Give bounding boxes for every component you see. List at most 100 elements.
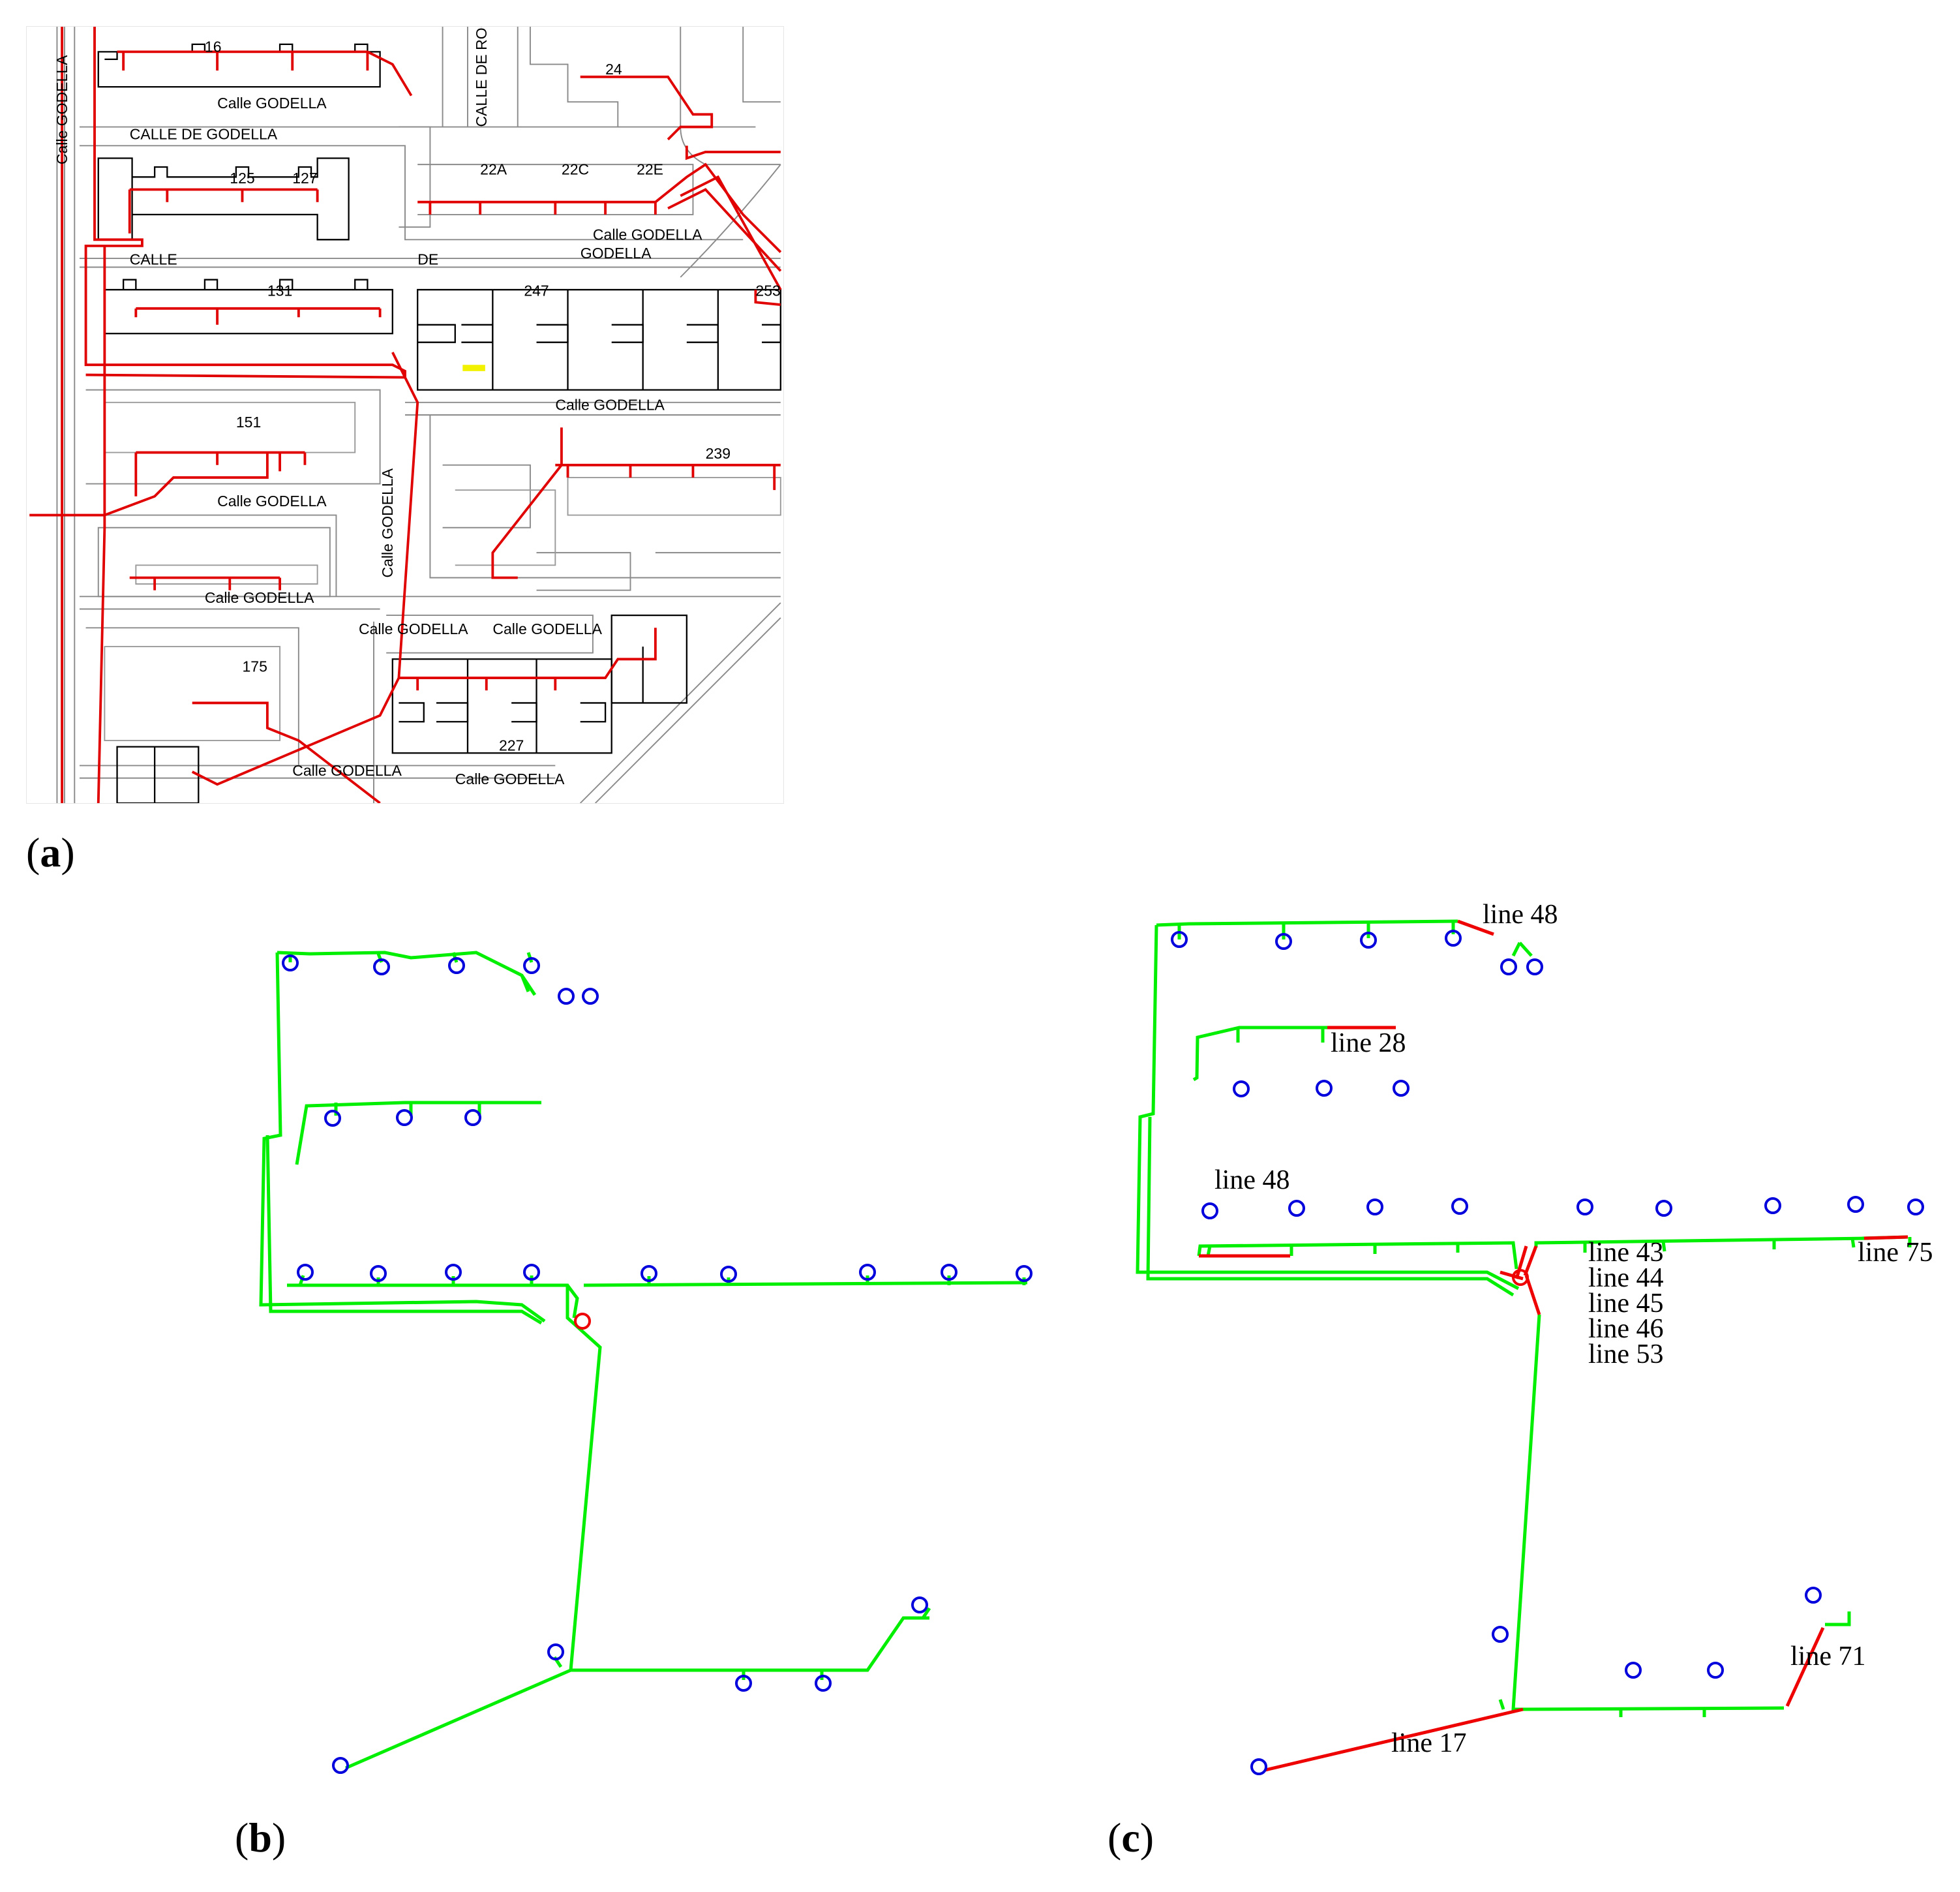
node-marker[interactable] — [1275, 933, 1292, 950]
map-label: GODELLA — [580, 245, 652, 262]
fault-lines-c-full[interactable] — [1199, 919, 1908, 1772]
node-marker[interactable] — [859, 1264, 876, 1281]
annotation-line-53: line 53 — [1588, 1339, 1663, 1369]
panel-b-network — [215, 900, 1096, 1794]
map-label: 175 — [242, 658, 267, 675]
node-marker[interactable] — [1526, 958, 1543, 975]
annotation-line-48-top: line 48 — [1483, 900, 1558, 930]
map-label: Calle GODELLA — [205, 589, 314, 606]
node-marker[interactable] — [464, 1109, 481, 1126]
map-label: Calle GODELLA — [455, 771, 565, 787]
node-marker[interactable] — [523, 957, 540, 974]
annotation-line-71: line 71 — [1790, 1641, 1865, 1671]
map-label: Calle GODELLA — [217, 493, 327, 510]
node-marker[interactable] — [1576, 1198, 1593, 1215]
map-label: 151 — [236, 414, 261, 431]
node-marker[interactable] — [1655, 1200, 1672, 1217]
map-label: Calle GODELLA — [593, 226, 702, 243]
node-markers-b[interactable] — [282, 954, 1033, 1774]
highlight-marker — [462, 365, 485, 371]
node-marker[interactable] — [1707, 1662, 1724, 1679]
map-label: 227 — [499, 737, 524, 754]
node-marker[interactable] — [1288, 1200, 1305, 1217]
node-marker[interactable] — [324, 1110, 341, 1127]
node-marker[interactable] — [735, 1675, 752, 1692]
map-label: Calle GODELLA — [359, 620, 468, 637]
map-network-lines[interactable] — [29, 27, 782, 803]
node-marker[interactable] — [1847, 1196, 1864, 1213]
panel-label-a: (a) — [26, 829, 75, 876]
map-label: Calle GODELLA — [53, 55, 70, 164]
node-marker[interactable] — [1500, 958, 1517, 975]
map-label: 247 — [524, 282, 549, 299]
street-map: Calle GODELLA CALLE DE GODELLA Calle GOD… — [29, 27, 782, 803]
annotation-line-17: line 17 — [1391, 1728, 1466, 1758]
fault-line-48-top[interactable] — [1457, 919, 1494, 936]
map-label: DE — [417, 251, 438, 268]
node-markers-c-full[interactable] — [1171, 930, 1924, 1775]
source-marker[interactable] — [574, 1313, 591, 1330]
network-lines-b[interactable] — [259, 951, 1028, 1770]
node-marker[interactable] — [373, 958, 390, 975]
node-marker[interactable] — [1233, 1080, 1250, 1097]
node-marker[interactable] — [370, 1265, 387, 1282]
map-label: CALLE DE GODELLA — [130, 126, 278, 143]
node-marker[interactable] — [941, 1264, 957, 1281]
source-marker[interactable] — [1512, 1269, 1529, 1286]
node-marker[interactable] — [1366, 1198, 1383, 1215]
map-label: CALLE — [130, 251, 177, 268]
map-label: Calle GODELLA — [379, 468, 396, 577]
panel-label-a-letter: a — [40, 829, 61, 876]
fault-line-43[interactable] — [1523, 1245, 1538, 1276]
node-marker[interactable] — [1171, 931, 1188, 948]
annotation-line-46: line 46 — [1588, 1314, 1663, 1344]
fault-lines-43-53[interactable] — [1500, 1245, 1541, 1315]
node-marker[interactable] — [523, 1264, 540, 1281]
node-marker[interactable] — [1316, 1080, 1333, 1097]
map-label: 22E — [637, 160, 663, 177]
node-marker[interactable] — [1250, 1758, 1267, 1775]
node-marker[interactable] — [641, 1265, 657, 1282]
node-marker[interactable] — [720, 1266, 737, 1283]
node-marker[interactable] — [396, 1109, 413, 1126]
node-marker[interactable] — [582, 988, 599, 1005]
node-marker[interactable] — [1016, 1265, 1033, 1282]
map-label: 253 — [755, 282, 780, 299]
annotation-line-44: line 44 — [1588, 1263, 1663, 1293]
node-marker[interactable] — [1625, 1662, 1642, 1679]
node-marker[interactable] — [332, 1757, 349, 1774]
node-marker[interactable] — [1907, 1198, 1924, 1215]
node-marker[interactable] — [1805, 1587, 1822, 1604]
node-marker[interactable] — [1393, 1080, 1410, 1097]
network-graph-b — [259, 951, 1033, 1774]
panel-label-c-letter: c — [1121, 1814, 1140, 1861]
node-marker[interactable] — [1201, 1202, 1218, 1219]
node-marker[interactable] — [1360, 932, 1377, 949]
street-outlines — [56, 27, 781, 803]
node-marker[interactable] — [558, 988, 575, 1005]
node-marker[interactable] — [815, 1675, 832, 1692]
map-label: 239 — [706, 445, 731, 462]
network-lines-c-full[interactable] — [1136, 919, 1912, 1717]
map-label: 16 — [205, 38, 222, 55]
node-marker[interactable] — [282, 954, 299, 971]
panel-label-b-letter: b — [249, 1814, 272, 1861]
node-marker[interactable] — [448, 957, 465, 974]
node-marker[interactable] — [1492, 1626, 1509, 1643]
annotation-line-75: line 75 — [1858, 1238, 1933, 1268]
annotation-line-43: line 43 — [1588, 1238, 1663, 1268]
node-marker[interactable] — [297, 1264, 314, 1281]
fault-line-17[interactable] — [1265, 1707, 1524, 1772]
node-marker[interactable] — [547, 1643, 564, 1660]
map-label: Calle GODELLA — [292, 762, 402, 779]
node-marker[interactable] — [1764, 1197, 1781, 1214]
fault-line-71[interactable] — [1785, 1626, 1825, 1707]
node-marker[interactable] — [445, 1264, 462, 1281]
node-marker[interactable] — [1451, 1198, 1468, 1215]
node-marker[interactable] — [911, 1596, 928, 1613]
map-label: 22A — [480, 160, 507, 177]
fault-line-75[interactable] — [1863, 1235, 1908, 1240]
node-marker[interactable] — [1445, 930, 1462, 947]
map-text-labels: Calle GODELLA CALLE DE GODELLA Calle GOD… — [53, 27, 781, 787]
map-label: 22C — [562, 160, 589, 177]
